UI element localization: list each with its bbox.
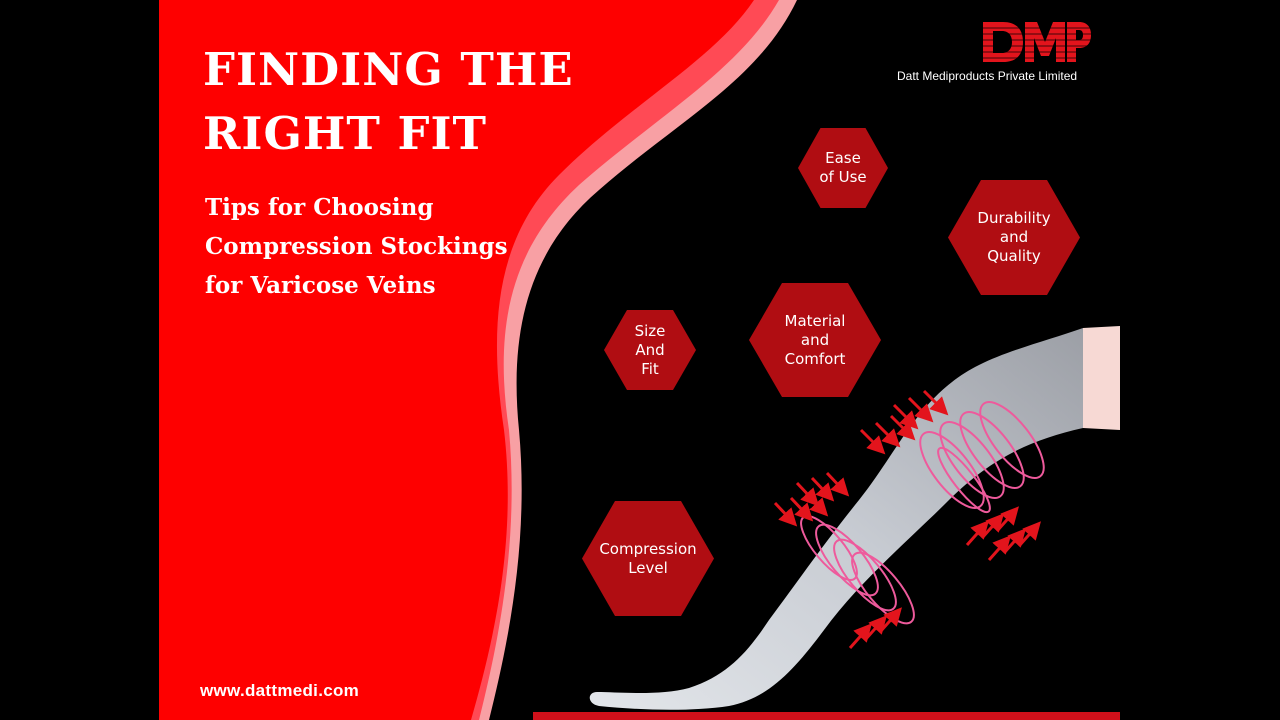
- subtitle: Tips for Choosing Compression Stockings …: [205, 194, 508, 299]
- hex-label: Ease of Use: [819, 149, 867, 186]
- hex-label: Durability and Quality: [977, 209, 1051, 265]
- bottom-accent-bar: [533, 712, 1120, 720]
- hex-label: Compression Level: [599, 539, 697, 577]
- page-title: FINDING THE RIGHT FIT: [203, 43, 574, 160]
- company-name: Datt Mediproducts Private Limited: [897, 69, 1078, 83]
- infographic-slide: FINDING THE RIGHT FIT Tips for Choosing …: [159, 0, 1120, 720]
- hex-compression-level: Compression Level: [582, 501, 714, 616]
- red-wave-background: [159, 0, 797, 720]
- hex-label: Material and Comfort: [784, 311, 846, 368]
- dmp-logo: [979, 22, 1091, 62]
- compression-stocking-illustration: [589, 326, 1120, 710]
- thigh-skin: [1083, 326, 1120, 430]
- hex-label: Size And Fit: [634, 321, 666, 378]
- website-link[interactable]: www.dattmedi.com: [200, 681, 360, 700]
- hex-material-comfort: Material and Comfort: [749, 283, 881, 397]
